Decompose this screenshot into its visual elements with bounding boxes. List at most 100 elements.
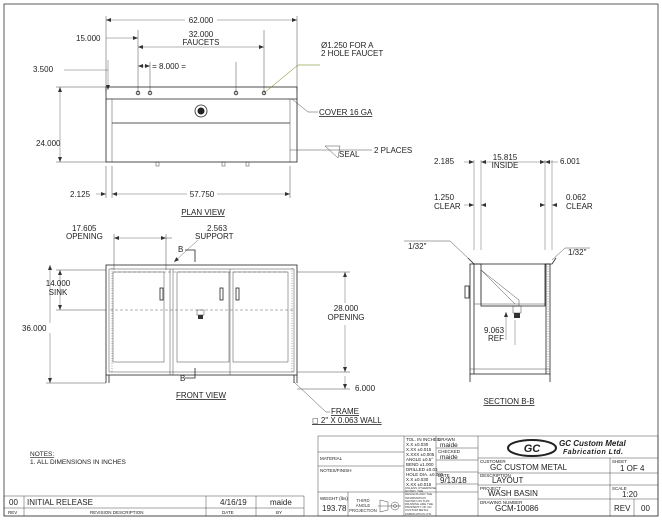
callout-frame-spec: ◻ 2" X 0.063 WALL <box>312 416 382 425</box>
notes-block: NOTES: 1. ALL DIMENSIONS IN INCHES <box>30 451 127 466</box>
customer-value: GC CUSTOM METAL <box>490 463 568 472</box>
drain-inner <box>197 107 205 115</box>
title-block: 00 INITIAL RELEASE 4/16/19 maide REV REV… <box>3 435 659 517</box>
svg-text:B: B <box>180 374 185 383</box>
revision-rev: 00 <box>9 498 18 507</box>
third-angle-projection-icon <box>378 499 401 513</box>
dim-support-value: 2.563 <box>207 224 228 233</box>
dim-sink-value: 14.000 <box>46 279 71 288</box>
checked-by: maide <box>440 454 458 461</box>
callout-hole-line2: 2 HOLE FAUCET <box>321 49 383 58</box>
dim-inside-value: 15.815 <box>493 153 518 162</box>
revision-header-date: DATE <box>222 510 234 515</box>
checked-label: CHECKED <box>438 449 461 454</box>
dim-depth: 24.000 <box>36 139 61 148</box>
date-label: DATE <box>438 473 450 478</box>
rev-value: 00 <box>641 504 650 513</box>
logo-initials: GC <box>524 443 542 455</box>
dim-inner-opening-value: 28.000 <box>334 304 359 313</box>
front-cabinet-outline <box>105 264 298 376</box>
dim-left-offset: 15.000 <box>76 34 101 43</box>
weight-value: 193.78 <box>322 504 347 513</box>
projection-label: THIRD ANGLE PROJECTION <box>349 498 377 513</box>
section-marker-bottom: B <box>180 368 196 383</box>
material-label: MATERIAL <box>320 456 343 461</box>
logo-line1: GC Custom Metal <box>559 439 626 448</box>
svg-text:B: B <box>178 245 183 254</box>
dim-section-left: 2.185 <box>434 157 455 166</box>
faucet-hole-2 <box>147 90 153 96</box>
project-label: PROJECT <box>480 486 501 491</box>
dim-faucets-label: FAUCETS <box>183 38 220 47</box>
tolerance-row: X.XX ±0.015 <box>406 482 432 487</box>
front-view: 17.605 OPENING 2.563 SUPPORT <box>22 224 382 425</box>
tolerance-row: X.XXX ±0.005 <box>406 452 435 457</box>
front-view-title: FRONT VIEW <box>176 391 227 400</box>
callout-seal: SEAL <box>339 150 360 159</box>
revision-header-description: REVISION DESCRIPTION <box>90 510 144 515</box>
drain-outer <box>194 104 208 118</box>
dim-spacing: = 8.000 = <box>152 62 186 71</box>
dim-opening-label: OPENING <box>66 232 103 241</box>
dim-sink-label: SINK <box>49 288 68 297</box>
dim-bottom-left: 2.125 <box>70 190 91 199</box>
faucet-hole-4 <box>261 90 267 96</box>
tolerance-row: BEND ±1.000 <box>406 462 434 467</box>
door-handle-2 <box>219 287 224 301</box>
dim-opening-value: 17.605 <box>72 224 97 233</box>
dim-clear-right-value: 0.062 <box>566 193 587 202</box>
section-bb-title: SECTION B-B <box>483 397 534 406</box>
drawing-number: GCM-10086 <box>495 504 539 513</box>
plan-basin-outline <box>105 86 298 163</box>
customer-label: CUSTOMER <box>480 459 506 464</box>
weight-label: WEIGHT (lbs) <box>320 496 348 501</box>
revision-description: INITIAL RELEASE <box>27 498 93 507</box>
notes-finish-label: NOTES/FINISH <box>320 468 352 473</box>
dim-support-label: SUPPORT <box>195 232 234 241</box>
project-value: WASH BASIN <box>488 489 538 498</box>
dim-section-right: 6.001 <box>560 157 581 166</box>
company-logo: GC GC Custom Metal Fabrication Ltd. <box>507 439 626 457</box>
dim-hole-offset: 3.500 <box>33 65 54 74</box>
revision-date: 4/16/19 <box>220 498 247 507</box>
drawing-number-label: DRAWING NUMBER <box>480 500 523 505</box>
plan-view: 62.000 32.000 FAUCETS 15.000 = 8.000 = 3… <box>33 15 412 217</box>
logo-line2: Fabrication Ltd. <box>563 449 624 456</box>
door-handle-3 <box>235 287 240 301</box>
description-value: LAYOUT <box>492 476 524 485</box>
sheet-value: 1 OF 4 <box>620 464 645 473</box>
tolerance-row: X.X ±0.030 <box>406 442 429 447</box>
dim-ref-label: REF <box>488 334 504 343</box>
scale-label: SCALE <box>612 486 627 491</box>
drawn-by: maide <box>440 442 458 449</box>
callout-two-places: 2 PLACES <box>374 146 412 155</box>
drawn-label: DRAWN <box>438 437 455 442</box>
callout-frame-label: FRAME <box>331 407 359 416</box>
callout-hole-line1: Ø1.250 FOR A <box>321 41 374 50</box>
section-handle <box>464 285 470 299</box>
dim-faucets-value: 32.000 <box>189 30 214 39</box>
section-bb: 2.185 15.815 INSIDE 6.001 1.250 CLEAR 0.… <box>404 153 593 406</box>
tolerance-row: HOLE DIA. ±0.005 <box>406 472 444 477</box>
notes-item-1: 1. ALL DIMENSIONS IN INCHES <box>30 459 127 466</box>
section-marker-top: B <box>178 245 196 262</box>
dim-inside-label: INSIDE <box>492 161 519 170</box>
callout-cover: COVER 16 GA <box>319 108 373 117</box>
dim-bottom-span: 57.750 <box>190 190 215 199</box>
tolerance-footnote: UNLESS OTHERWISE NOTED. THE DESIGNS AND … <box>405 487 436 516</box>
dim-radius-left: 1/32" <box>408 242 427 251</box>
dim-clear-left-value: 1.250 <box>434 193 455 202</box>
tolerance-row: DRILLED ±0.03 <box>406 467 438 472</box>
revision-by: maide <box>270 498 292 507</box>
dim-clear-left-label: CLEAR <box>434 202 461 211</box>
dim-height: 36.000 <box>22 324 47 333</box>
revision-header-by: BY <box>276 510 282 515</box>
sheet-label: SHEET <box>612 459 627 464</box>
description-label: DESCRIPTION <box>480 473 511 478</box>
dim-radius-right: 1/32" <box>568 248 587 257</box>
drawing-date: 9/13/18 <box>440 476 467 485</box>
tolerance-row: X.XX ±0.015 <box>406 447 432 452</box>
revision-header-rev: REV <box>8 510 17 515</box>
tolerance-row: ANGLE ±0.5° <box>406 457 433 462</box>
